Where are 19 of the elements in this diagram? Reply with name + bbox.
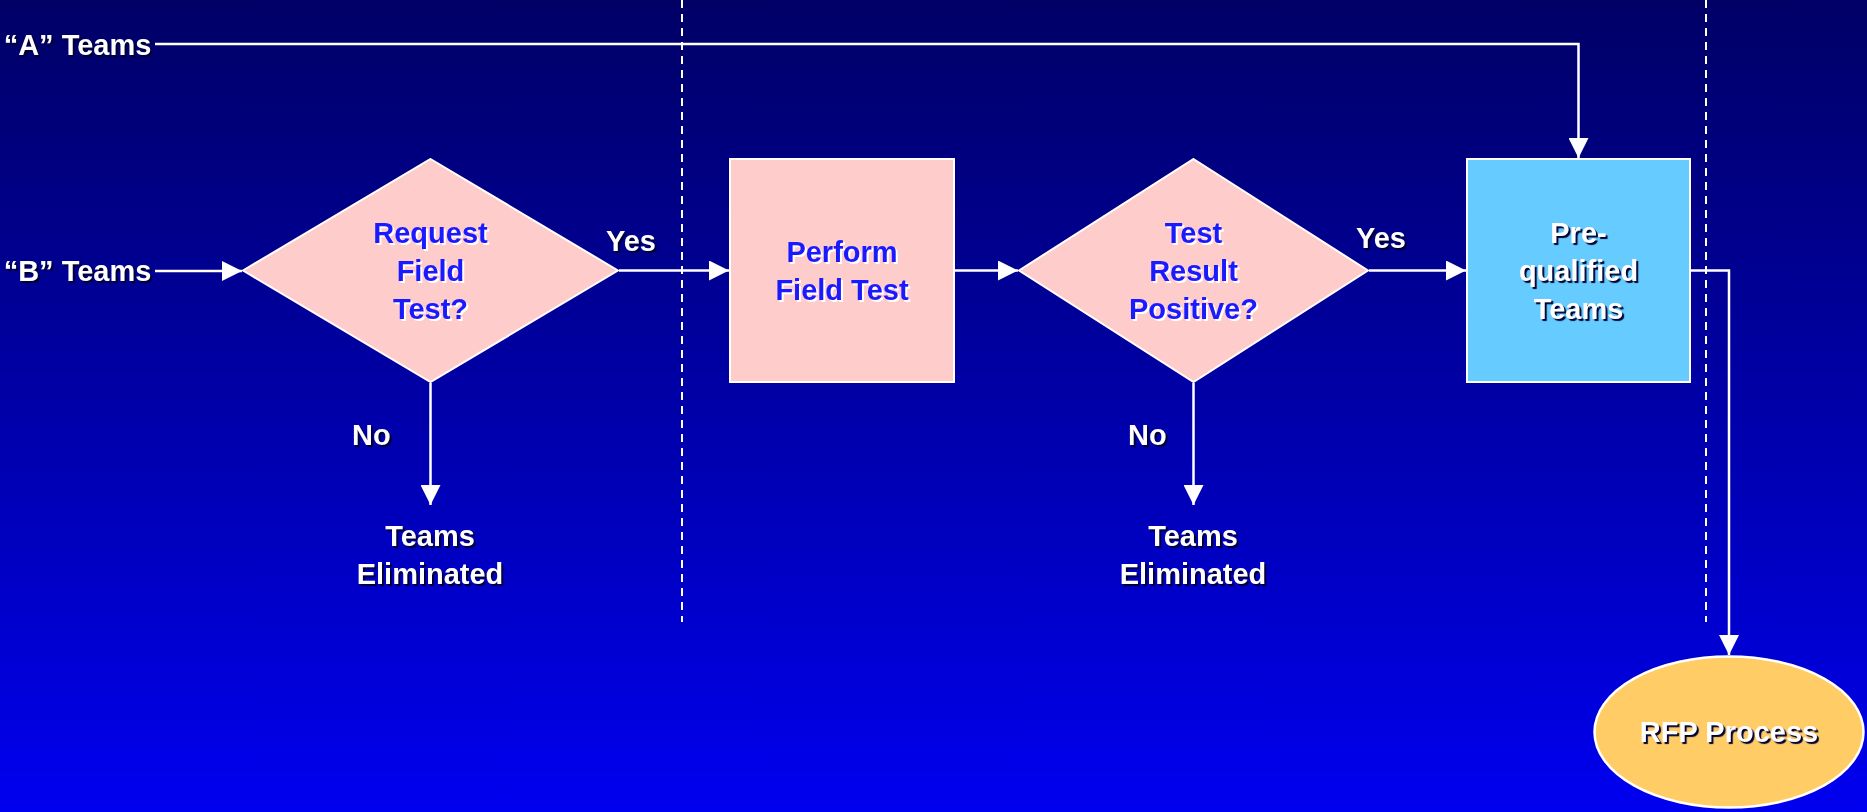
team-label: “B” Teams [0, 228, 155, 314]
outcome-text: Teams Eliminated [330, 505, 530, 605]
edge-label: No [352, 418, 391, 452]
arrow [155, 42, 1589, 158]
outcome-text: Teams Eliminated [1093, 505, 1293, 605]
edge-label: Yes [1356, 221, 1406, 255]
team-label: “A” Teams [0, 2, 155, 88]
edge-label: No [1128, 418, 1167, 452]
arrow [1183, 383, 1204, 505]
result-box: Pre-qualified Teams [1466, 158, 1691, 383]
arrow [619, 260, 729, 281]
arrow [155, 261, 242, 281]
arrow [1691, 269, 1739, 655]
arrow [955, 260, 1018, 281]
process-box: Perform Field Test [729, 158, 955, 383]
terminal-ellipse: RFP Process [1593, 655, 1865, 809]
arrow [420, 383, 441, 505]
edge-label: Yes [606, 224, 656, 258]
arrow [1369, 260, 1466, 281]
